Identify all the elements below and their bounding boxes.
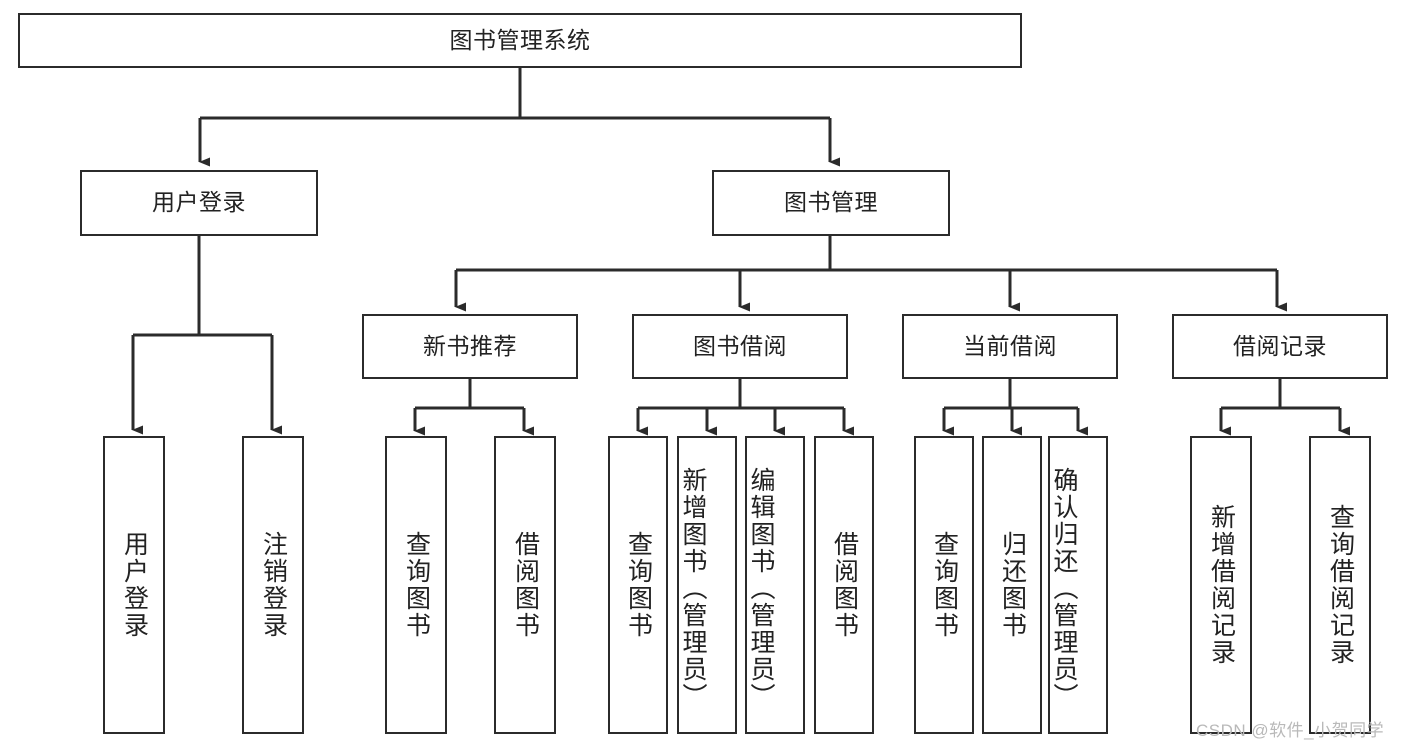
node-label: 查询图书 <box>930 531 959 639</box>
node-label: 查询图书 <box>624 531 653 639</box>
node-user-login[interactable]: 用户登录 <box>80 170 318 236</box>
node-book-management[interactable]: 图书管理 <box>712 170 950 236</box>
node-new-book-recommendation[interactable]: 新书推荐 <box>362 314 578 379</box>
node-label: 注销登录 <box>259 531 288 639</box>
node-label: 用户登录 <box>152 189 246 216</box>
node-label: 借阅图书 <box>830 531 859 639</box>
node-leaf-add-borrow-record[interactable]: 新增借阅记录 <box>1190 436 1252 734</box>
node-root-book-management-system[interactable]: 图书管理系统 <box>18 13 1022 68</box>
node-label: 当前借阅 <box>963 332 1057 359</box>
node-leaf-query-books-borrow[interactable]: 查询图书 <box>608 436 668 734</box>
node-label: 用户登录 <box>120 531 149 639</box>
node-label: 借阅记录 <box>1233 332 1327 359</box>
node-label: 查询图书 <box>402 531 431 639</box>
node-leaf-logout[interactable]: 注销登录 <box>242 436 304 734</box>
node-leaf-borrow-books[interactable]: 借阅图书 <box>814 436 874 734</box>
node-label: 新增借阅记录 <box>1207 504 1236 666</box>
node-label: 图书借阅 <box>693 332 787 359</box>
node-label: 图书管理 <box>784 189 878 216</box>
node-leaf-confirm-return-admin[interactable]: 确认归还（管理员） <box>1048 436 1108 734</box>
node-label: 借阅图书 <box>511 531 540 639</box>
node-label: 图书管理系统 <box>449 26 591 53</box>
watermark-credit: CSDN @软件_小贺同学 <box>1196 716 1384 741</box>
watermark-text: CSDN @软件_小贺同学 <box>1196 721 1385 740</box>
node-leaf-add-book-admin[interactable]: 新增图书（管理员） <box>677 436 737 734</box>
node-leaf-query-books-new[interactable]: 查询图书 <box>385 436 447 734</box>
node-leaf-return-books[interactable]: 归还图书 <box>982 436 1042 734</box>
node-leaf-query-borrow-record[interactable]: 查询借阅记录 <box>1309 436 1371 734</box>
node-leaf-borrow-books-new[interactable]: 借阅图书 <box>494 436 556 734</box>
node-borrowing-records[interactable]: 借阅记录 <box>1172 314 1388 379</box>
node-label: 查询借阅记录 <box>1326 504 1355 666</box>
node-label: 归还图书 <box>998 531 1027 639</box>
node-label: 确认归还（管理员） <box>1050 466 1078 710</box>
node-label: 编辑图书（管理员） <box>747 466 775 710</box>
node-label: 新增图书（管理员） <box>679 466 707 710</box>
node-leaf-query-books-current[interactable]: 查询图书 <box>914 436 974 734</box>
node-current-borrowing[interactable]: 当前借阅 <box>902 314 1118 379</box>
node-label: 新书推荐 <box>423 332 517 359</box>
node-leaf-user-login[interactable]: 用户登录 <box>103 436 165 734</box>
node-leaf-edit-book-admin[interactable]: 编辑图书（管理员） <box>745 436 805 734</box>
node-book-borrowing[interactable]: 图书借阅 <box>632 314 848 379</box>
